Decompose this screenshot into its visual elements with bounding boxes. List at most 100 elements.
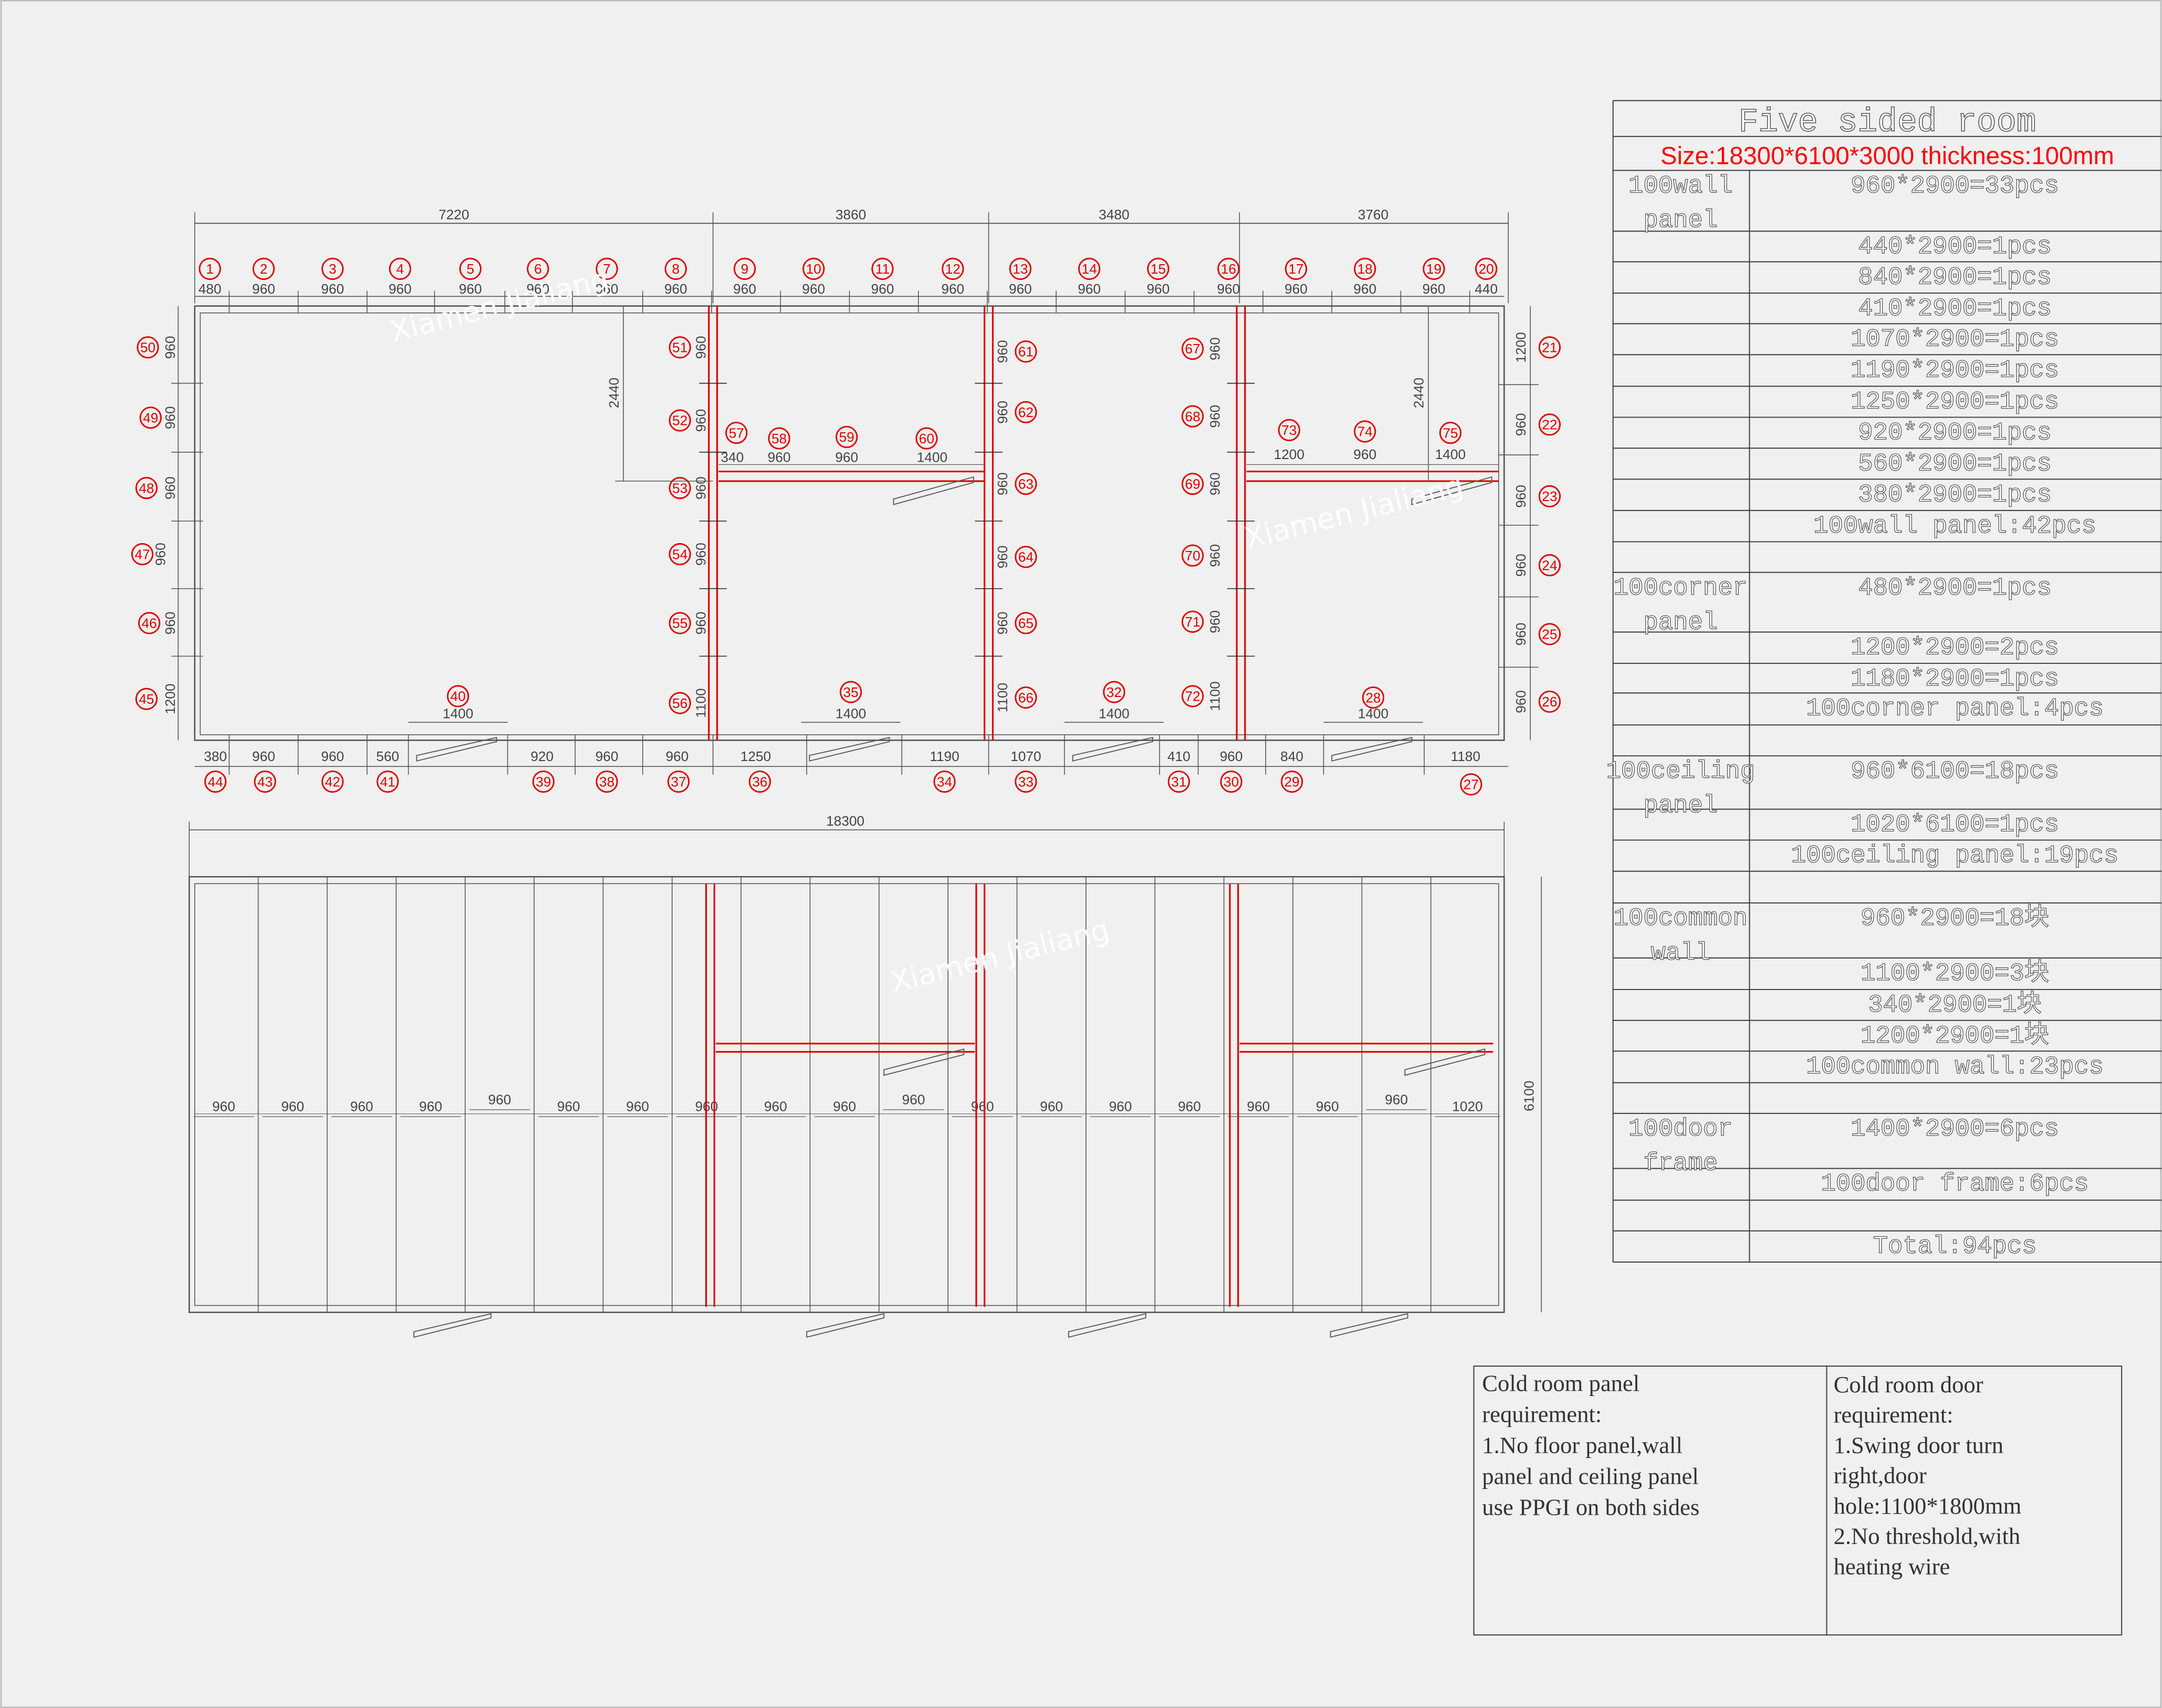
dimension-label: 960 — [321, 281, 344, 297]
dimension-label: 960 — [162, 476, 178, 499]
marker-circle — [1015, 340, 1037, 363]
dimension-label: 3860 — [835, 206, 866, 222]
marker-number: 17 — [1288, 261, 1303, 277]
table-cell-value: 100corner panel:4pcs — [1806, 695, 2104, 723]
marker-number: 58 — [771, 431, 787, 446]
dimension-label: 960 — [1207, 544, 1223, 567]
marker-circle — [669, 336, 691, 359]
door-leaf — [1411, 476, 1492, 505]
door-requirement-line: 1.Swing door turn — [1834, 1432, 2003, 1458]
marker-circle — [1015, 770, 1037, 793]
dimension-label: 960 — [971, 1099, 994, 1115]
marker-circle — [1538, 623, 1561, 645]
marker-number: 52 — [672, 413, 687, 429]
marker-number: 63 — [1018, 476, 1033, 492]
marker-number: 46 — [142, 616, 157, 631]
panel-requirement-line: panel and ceiling panel — [1482, 1463, 1698, 1489]
dimension-label: 960 — [1147, 281, 1170, 297]
dimension-label: 3760 — [1358, 206, 1388, 222]
marker-number: 64 — [1018, 549, 1033, 565]
door-leaf — [883, 1048, 965, 1076]
marker-number: 20 — [1479, 261, 1494, 277]
door-requirement-line: requirement: — [1834, 1402, 1954, 1428]
marker-number: 51 — [672, 340, 687, 356]
marker-circle — [1015, 473, 1037, 495]
table-cell-value: 1200*2900=2pcs — [1851, 634, 2059, 662]
marker-circle — [459, 257, 482, 280]
door-leaf — [1331, 737, 1413, 762]
dimension-label: 960 — [1217, 281, 1240, 297]
table-cell-value: 480*2900=1pcs — [1858, 575, 2051, 602]
marker-circle — [1475, 257, 1498, 280]
marker-number: 57 — [729, 425, 744, 441]
dimension-label: 960 — [488, 1091, 511, 1107]
dimension-label: 480 — [199, 281, 222, 297]
marker-number: 40 — [451, 689, 466, 704]
marker-circle — [1217, 257, 1240, 280]
dimension-label: 1400 — [1435, 446, 1466, 462]
dimension-label: 960 — [459, 281, 482, 297]
marker-circle — [725, 422, 748, 444]
marker-circle — [835, 425, 858, 449]
marker-circle — [1460, 773, 1482, 796]
marker-circle — [135, 688, 158, 710]
marker-circle — [131, 543, 154, 566]
table-cell-value: 1200*2900=1块 — [1861, 1021, 2049, 1050]
marker-circle — [1181, 473, 1204, 495]
marker-number: 7 — [603, 261, 611, 277]
marker-number: 69 — [1185, 476, 1200, 492]
marker-number: 19 — [1426, 261, 1442, 277]
dimension-label: 960 — [1513, 485, 1529, 508]
marker-circle — [321, 257, 344, 280]
dimension-label: 960 — [802, 281, 825, 297]
marker-number: 48 — [139, 480, 154, 496]
marker-number: 35 — [843, 684, 859, 700]
table-title: Five sided room — [1738, 103, 2036, 141]
panel-requirement-line: use PPGI on both sides — [1482, 1494, 1699, 1520]
door-requirement-line: right,door — [1834, 1462, 1927, 1488]
dimension-label: 960 — [162, 406, 178, 429]
dimension-label: 960 — [693, 409, 708, 432]
marker-circle — [669, 409, 691, 432]
dimension-label: 960 — [162, 611, 178, 634]
marker-circle — [1354, 257, 1376, 280]
marker-number: 22 — [1542, 417, 1557, 433]
dimension-label: 960 — [693, 611, 708, 634]
dimension-label: 960 — [764, 1099, 787, 1115]
marker-number: 56 — [672, 695, 687, 711]
marker-number: 72 — [1185, 689, 1200, 704]
marker-number: 1 — [206, 261, 214, 277]
marker-number: 13 — [1012, 261, 1028, 277]
marker-number: 66 — [1018, 690, 1033, 705]
marker-number: 45 — [139, 691, 154, 707]
dimension-label: 960 — [1513, 690, 1529, 713]
dimension-label: 960 — [1247, 1099, 1270, 1115]
dimension-label: 960 — [995, 545, 1010, 568]
marker-circle — [1220, 770, 1242, 793]
marker-circle — [254, 770, 276, 793]
marker-circle — [942, 257, 964, 280]
marker-circle — [204, 770, 227, 793]
dimension-label: 960 — [1385, 1091, 1408, 1107]
dimension-label: 1400 — [1099, 705, 1129, 721]
marker-circle — [733, 257, 756, 280]
dimension-label: 960 — [1207, 610, 1223, 633]
marker-number: 75 — [1443, 425, 1458, 441]
marker-circle — [1181, 685, 1204, 707]
dimension-label: 960 — [1513, 554, 1529, 577]
dimension-label: 960 — [557, 1099, 580, 1115]
table-cell-value: 1400*2900=6pcs — [1851, 1116, 2059, 1143]
dimension-label: 960 — [1316, 1099, 1339, 1115]
marker-number: 61 — [1018, 343, 1033, 359]
dimension-label: 1100 — [995, 683, 1010, 712]
dimension-label: 960 — [995, 340, 1010, 363]
marker-circle — [1181, 610, 1204, 633]
marker-number: 42 — [325, 774, 340, 789]
door-leaf — [809, 737, 890, 762]
dimension-label: 960 — [1353, 281, 1376, 297]
marker-number: 28 — [1365, 690, 1381, 705]
